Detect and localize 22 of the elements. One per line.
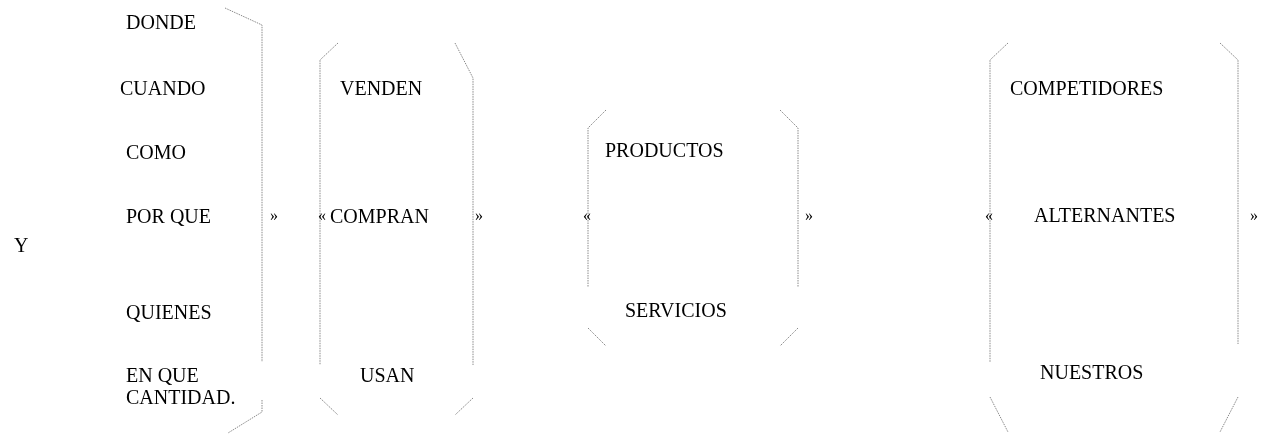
conjunction-label: Y [14, 234, 29, 256]
guillemet-mark: » [270, 206, 278, 226]
guillemet-mark: » [1250, 206, 1258, 226]
guillemet-mark: « [318, 206, 326, 226]
node-text: COMPRAN [330, 205, 429, 227]
node-text: COMO [126, 141, 186, 163]
node-text: ALTERNANTES [1034, 204, 1176, 226]
guillemet-mark: » [805, 206, 813, 226]
node-text: DONDE [126, 11, 196, 33]
node-text: PRODUCTOS [605, 139, 724, 161]
node-text: USAN [360, 364, 415, 386]
guillemet-mark: » [475, 206, 483, 226]
guillemet-mark: « [985, 206, 993, 226]
node-text: COMPETIDORES [1010, 77, 1164, 99]
node-text: QUIENES [126, 301, 212, 323]
node-text: SERVICIOS [625, 299, 727, 321]
node-text: CUANDO [120, 77, 206, 99]
node-text: POR QUE [126, 205, 211, 227]
guillemet-mark: « [583, 206, 591, 226]
node-text: VENDEN [340, 77, 423, 99]
node-text: NUESTROS [1040, 361, 1144, 383]
node-text: EN QUE CANTIDAD. [126, 364, 237, 408]
